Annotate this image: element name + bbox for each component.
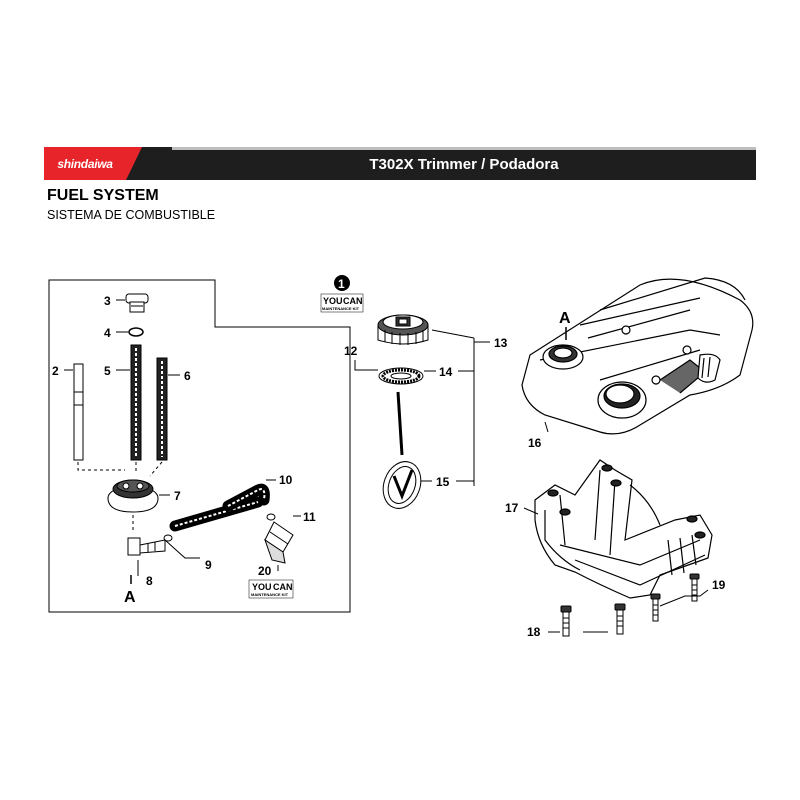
part-label-16: 16 <box>528 436 542 450</box>
fuel-line-part <box>130 344 142 461</box>
screw-part-19b <box>689 573 700 602</box>
part-label-10: 10 <box>279 473 293 487</box>
svg-text:CAN: CAN <box>343 296 363 306</box>
tank-mount-part <box>534 459 713 599</box>
part-label-8: 8 <box>146 574 153 588</box>
part-label-13: 13 <box>494 336 508 350</box>
bent-hose-part <box>222 483 270 512</box>
fuel-filter-part <box>264 513 294 564</box>
plain-tube-part <box>73 363 84 461</box>
fuel-tank-part <box>521 277 754 435</box>
part-label-20: 20 <box>258 564 272 578</box>
part-label-19: 19 <box>712 578 726 592</box>
part-label-7: 7 <box>174 489 181 503</box>
screw-part-19a <box>650 593 661 622</box>
part-label-12: 12 <box>344 344 358 358</box>
part-label-15: 15 <box>436 475 450 489</box>
part-label-6: 6 <box>184 369 191 383</box>
part-label-18: 18 <box>527 625 541 639</box>
model-title: T302X Trimmer / Podadora <box>369 156 559 173</box>
maintenance-kit-badge-12: YOU CAN MAINTENANCE KIT <box>320 293 364 313</box>
part-label-4: 4 <box>104 326 111 340</box>
header-stripe <box>172 147 756 150</box>
part-label-2: 2 <box>52 364 59 378</box>
part-label-14: 14 <box>439 365 453 379</box>
connector-a-right: A <box>559 310 571 327</box>
connector-a-left: A <box>124 589 136 606</box>
part-label-3: 3 <box>104 294 111 308</box>
maintenance-kit-badge-20: YOU CAN MAINTENANCE KIT <box>248 579 294 599</box>
part-label-17: 17 <box>505 501 519 515</box>
group-frame <box>48 279 351 613</box>
svg-text:YOU: YOU <box>323 296 343 306</box>
cap-tether-part <box>382 391 422 509</box>
note-number: 1 <box>338 277 345 291</box>
part-label-5: 5 <box>104 364 111 378</box>
return-line-part <box>156 357 168 461</box>
grommet-part <box>107 479 159 513</box>
cap-gasket-part <box>378 367 424 385</box>
brand-name: shindaiwa <box>57 156 113 171</box>
section-title: FUEL SYSTEM <box>47 187 159 204</box>
screw-part-18b <box>614 603 626 635</box>
fuel-hose-part <box>169 496 264 532</box>
svg-text:MAINTENANCE KIT: MAINTENANCE KIT <box>322 306 360 311</box>
shindaiwa-logo: shindaiwa <box>44 147 126 180</box>
note-number-circle <box>334 275 350 291</box>
fitting-part <box>125 293 149 313</box>
screw-part-18a <box>560 605 572 637</box>
section-subtitle: SISTEMA DE COMBUSTIBLE <box>47 208 216 222</box>
part-label-11: 11 <box>303 510 316 524</box>
part-label-9: 9 <box>205 558 212 572</box>
logo-wedge <box>126 147 142 180</box>
elbow-fitting-part <box>127 537 166 556</box>
o-ring-part <box>128 327 144 337</box>
fuel-cap-part <box>377 314 429 345</box>
svg-text:MAINTENANCE KIT: MAINTENANCE KIT <box>251 592 289 597</box>
svg-text:YOU: YOU <box>252 582 272 592</box>
header-bar: shindaiwa T302X Trimmer / Podadora <box>44 147 756 180</box>
svg-text:CAN: CAN <box>273 582 293 592</box>
